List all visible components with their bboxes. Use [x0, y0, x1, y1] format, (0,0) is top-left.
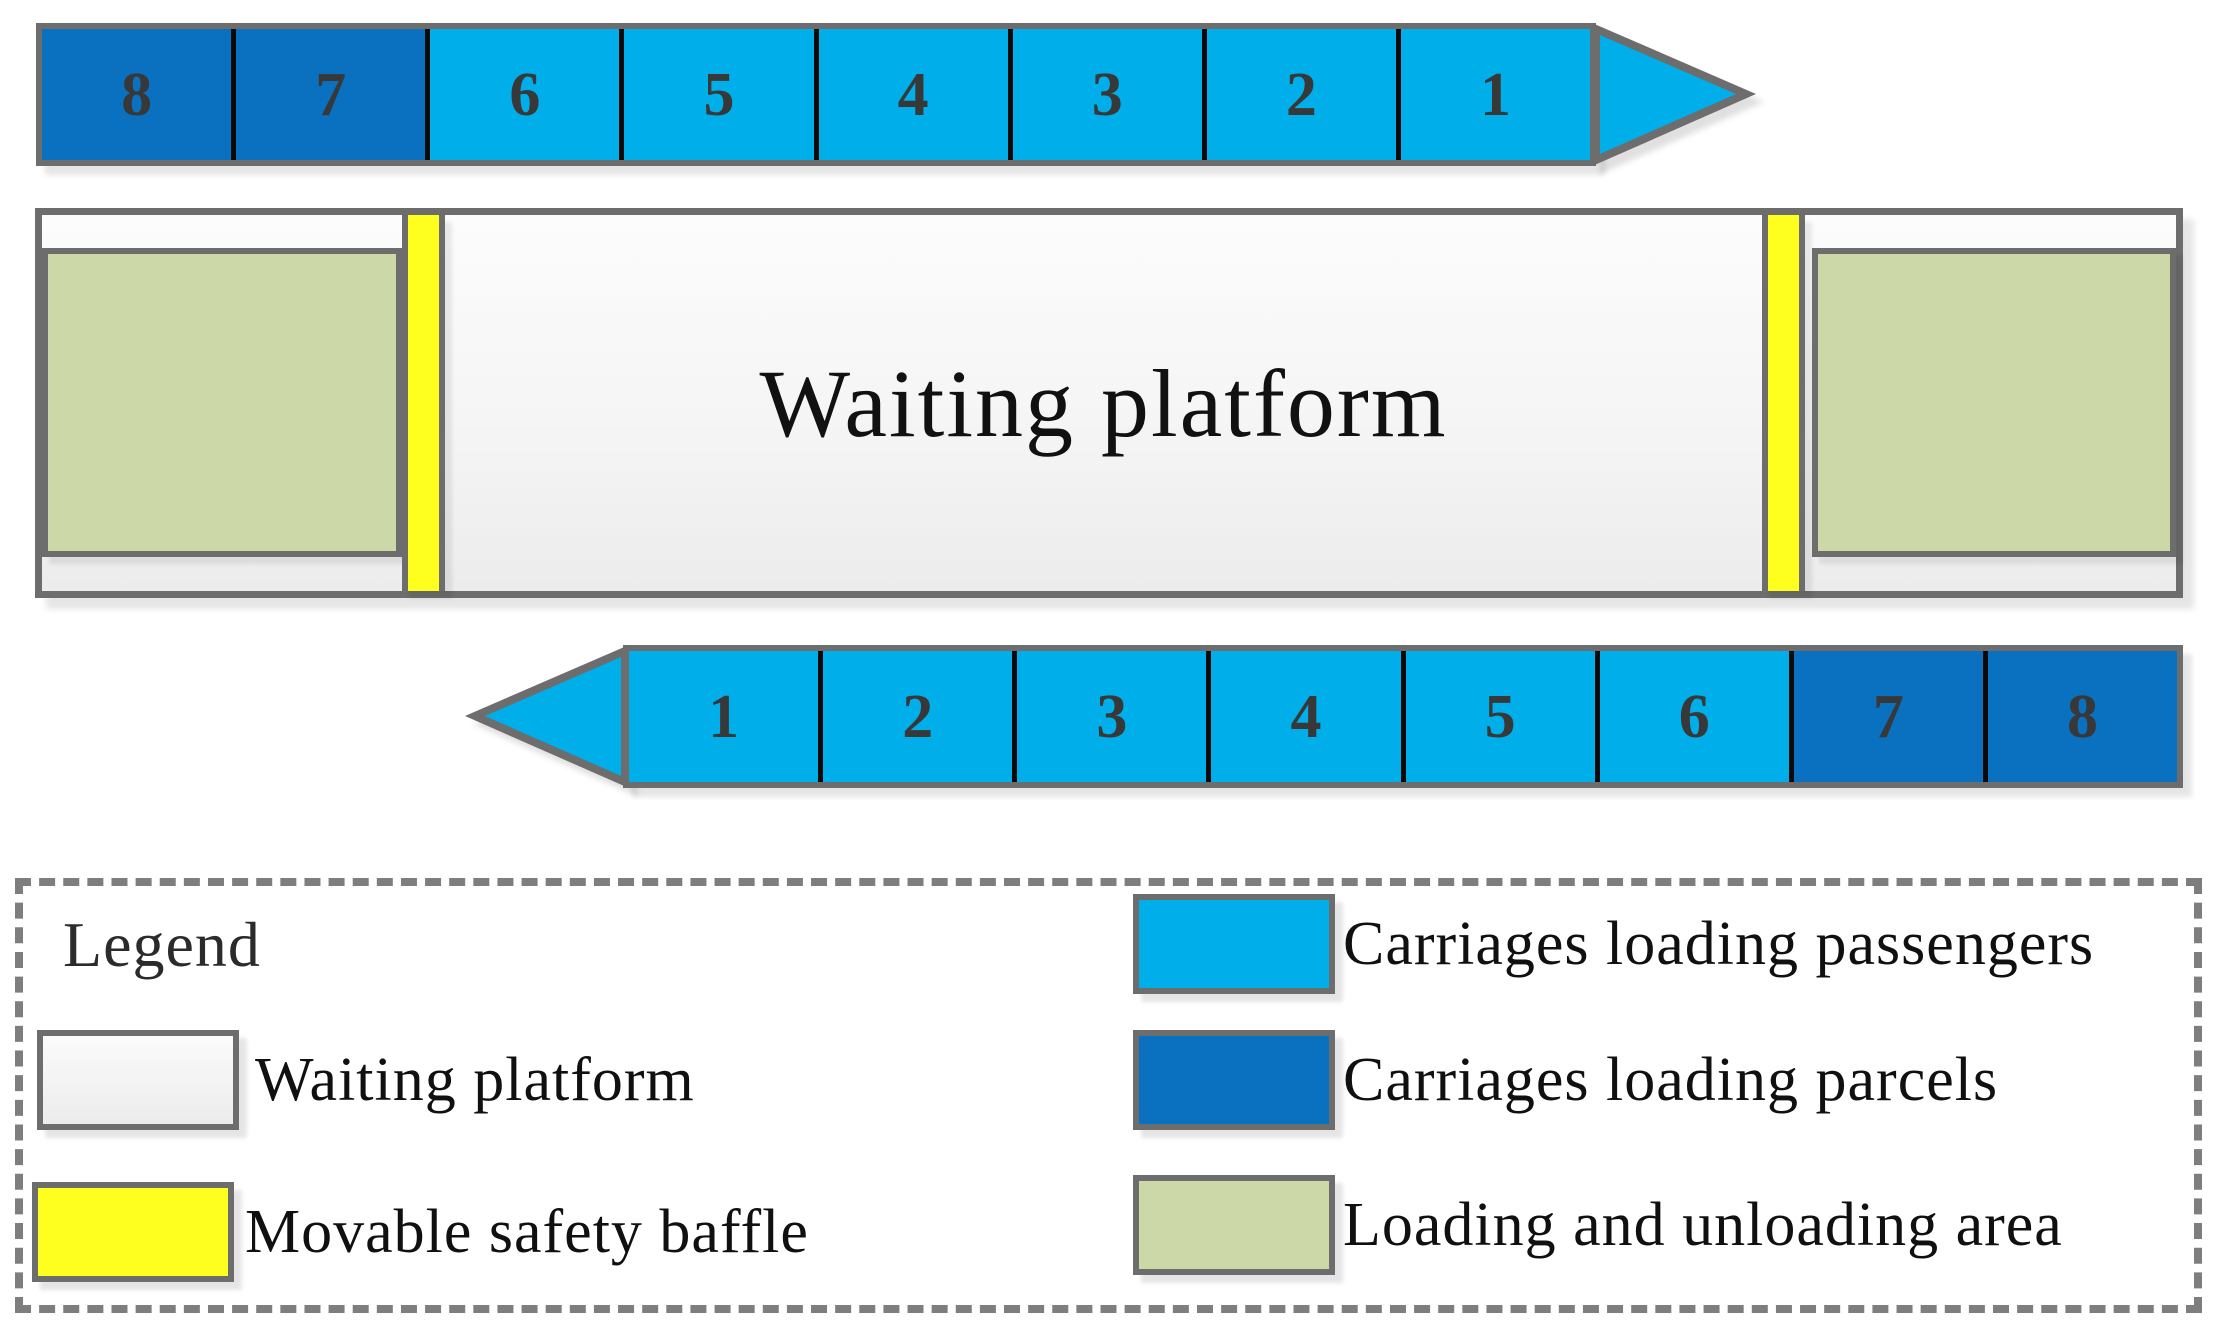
legend-label-passengers: Carriages loading passengers	[1343, 909, 2095, 978]
loading-area-left	[42, 248, 402, 557]
legend-label-parcels: Carriages loading parcels	[1343, 1045, 1999, 1114]
carriage-top-5: 5	[619, 29, 814, 160]
train-top-body: 8 7 6 5 4 3 2 1	[36, 23, 1596, 166]
train-bottom-body: 1 2 3 4 5 6 7 8	[623, 645, 2183, 788]
loading-area-right	[1812, 248, 2176, 557]
legend-label-waiting-platform: Waiting platform	[255, 1045, 695, 1114]
carriage-number: 5	[703, 60, 735, 129]
legend-swatch-passengers	[1133, 894, 1335, 994]
legend-swatch-parcels	[1133, 1030, 1335, 1130]
carriage-number: 4	[1290, 682, 1322, 751]
legend-swatch-safety-baffle	[32, 1182, 234, 1282]
carriage-bottom-4: 4	[1206, 651, 1401, 782]
carriage-top-2: 2	[1201, 29, 1396, 160]
safety-baffle-left	[402, 215, 445, 591]
carriage-number: 6	[1678, 682, 1710, 751]
train-arrow-right-icon	[1592, 23, 1756, 166]
legend-swatch-loading-area	[1133, 1175, 1335, 1275]
carriage-top-7: 7	[231, 29, 426, 160]
carriage-top-8: 8	[42, 29, 232, 160]
legend-swatch-waiting-platform	[37, 1030, 239, 1130]
carriage-bottom-6: 6	[1594, 651, 1789, 782]
carriage-number: 7	[1872, 682, 1904, 751]
carriage-number: 1	[708, 682, 740, 751]
carriage-number: 7	[315, 60, 347, 129]
platform-label: Waiting platform	[759, 349, 1448, 457]
carriage-top-4: 4	[813, 29, 1008, 160]
legend-label-loading-area: Loading and unloading area	[1343, 1190, 2063, 1259]
carriage-bottom-3: 3	[1012, 651, 1207, 782]
carriage-top-1: 1	[1395, 29, 1590, 160]
carriage-bottom-5: 5	[1400, 651, 1595, 782]
carriage-bottom-2: 2	[818, 651, 1013, 782]
carriage-number: 4	[897, 60, 929, 129]
carriage-top-6: 6	[425, 29, 620, 160]
carriage-number: 3	[1096, 682, 1128, 751]
carriage-number: 1	[1479, 60, 1511, 129]
carriage-number: 2	[902, 682, 934, 751]
carriage-number: 5	[1484, 682, 1516, 751]
carriage-top-3: 3	[1007, 29, 1202, 160]
carriage-number: 2	[1285, 60, 1317, 129]
waiting-platform: Waiting platform	[35, 208, 2183, 598]
carriage-number: 6	[509, 60, 541, 129]
safety-baffle-right	[1762, 215, 1805, 591]
legend: Legend Waiting platform Movable safety b…	[15, 878, 2202, 1313]
train-arrow-left-icon	[465, 645, 629, 788]
carriage-bottom-8: 8	[1982, 651, 2177, 782]
carriage-bottom-1: 1	[629, 651, 819, 782]
carriage-bottom-7: 7	[1788, 651, 1983, 782]
legend-label-safety-baffle: Movable safety baffle	[245, 1197, 809, 1266]
carriage-number: 8	[121, 60, 153, 129]
legend-title: Legend	[63, 909, 261, 980]
carriage-number: 8	[2066, 682, 2098, 751]
carriage-number: 3	[1091, 60, 1123, 129]
